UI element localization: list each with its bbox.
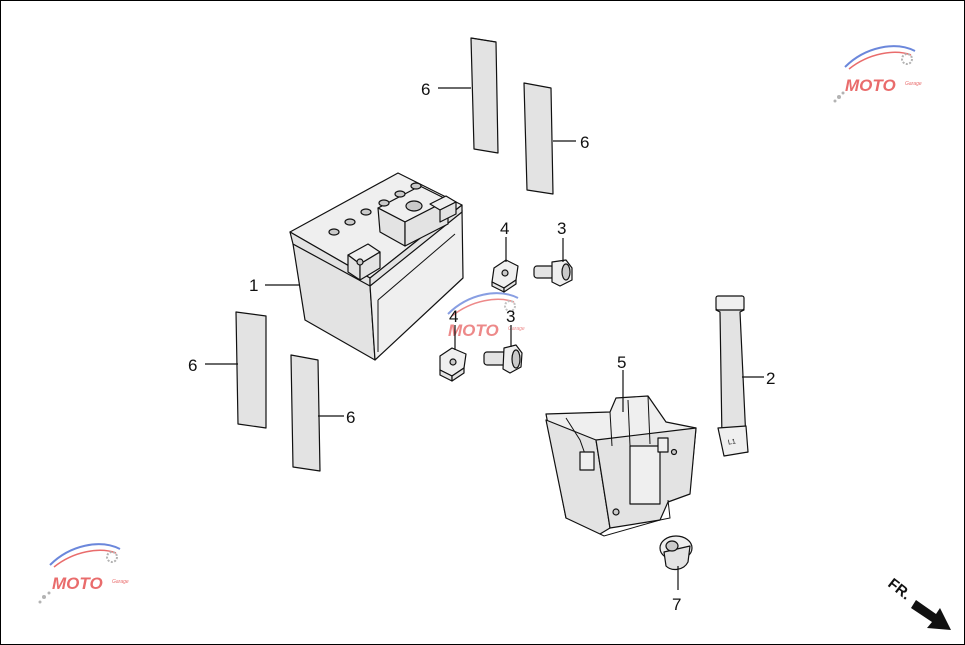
callout-pad-top-left: 6 <box>421 80 430 99</box>
watermark-sub-bl: Garage <box>112 579 129 585</box>
callout-bolt-upper: 3 <box>557 219 566 238</box>
direction-arrow-icon <box>911 600 951 630</box>
battery-caps <box>328 182 422 236</box>
callout-cushion: 7 <box>672 595 681 614</box>
callout-bolt-lower: 3 <box>506 307 515 326</box>
watermark-sub-center: Garage <box>508 326 525 332</box>
callout-labels: 6 6 1 4 3 4 3 5 2 6 6 7 <box>188 80 775 614</box>
pad-top-left <box>470 37 499 154</box>
watermark-logo-bottom-left: MOTO Garage <box>38 543 129 604</box>
direction-label: FR. <box>885 575 915 603</box>
bolt-lower <box>483 344 523 374</box>
battery-box <box>545 395 697 537</box>
watermark-brand-bl: MOTO <box>52 574 103 593</box>
battery <box>289 172 464 361</box>
svg-text:L1: L1 <box>728 438 737 446</box>
pad-top-right <box>523 82 554 195</box>
watermark-brand: MOTO <box>845 76 896 95</box>
watermark-logo-center: MOTO Garage <box>447 292 525 340</box>
callout-nut-upper: 4 <box>500 219 509 238</box>
pad-bottom-left <box>235 311 267 429</box>
watermark-logo-top-right: MOTO Garage <box>833 45 922 103</box>
strap: L1 <box>715 295 749 457</box>
nut-upper <box>491 259 519 293</box>
callout-battery-box: 5 <box>617 353 626 372</box>
cushion <box>659 535 693 571</box>
watermark-brand-center: MOTO <box>448 321 499 340</box>
front-direction-indicator: FR. <box>885 575 951 630</box>
callout-battery: 1 <box>249 276 258 295</box>
leader-lines <box>205 87 764 590</box>
watermark-sub: Garage <box>905 81 922 87</box>
callout-pad-bottom-left: 6 <box>188 356 197 375</box>
pad-bottom-right <box>290 354 321 472</box>
nut-lower <box>439 347 467 382</box>
callout-pad-top-right: 6 <box>580 133 589 152</box>
callout-nut-lower: 4 <box>449 307 458 326</box>
bolt-upper <box>533 259 573 287</box>
callout-pad-bottom-right: 6 <box>346 408 355 427</box>
callout-strap: 2 <box>766 369 775 388</box>
